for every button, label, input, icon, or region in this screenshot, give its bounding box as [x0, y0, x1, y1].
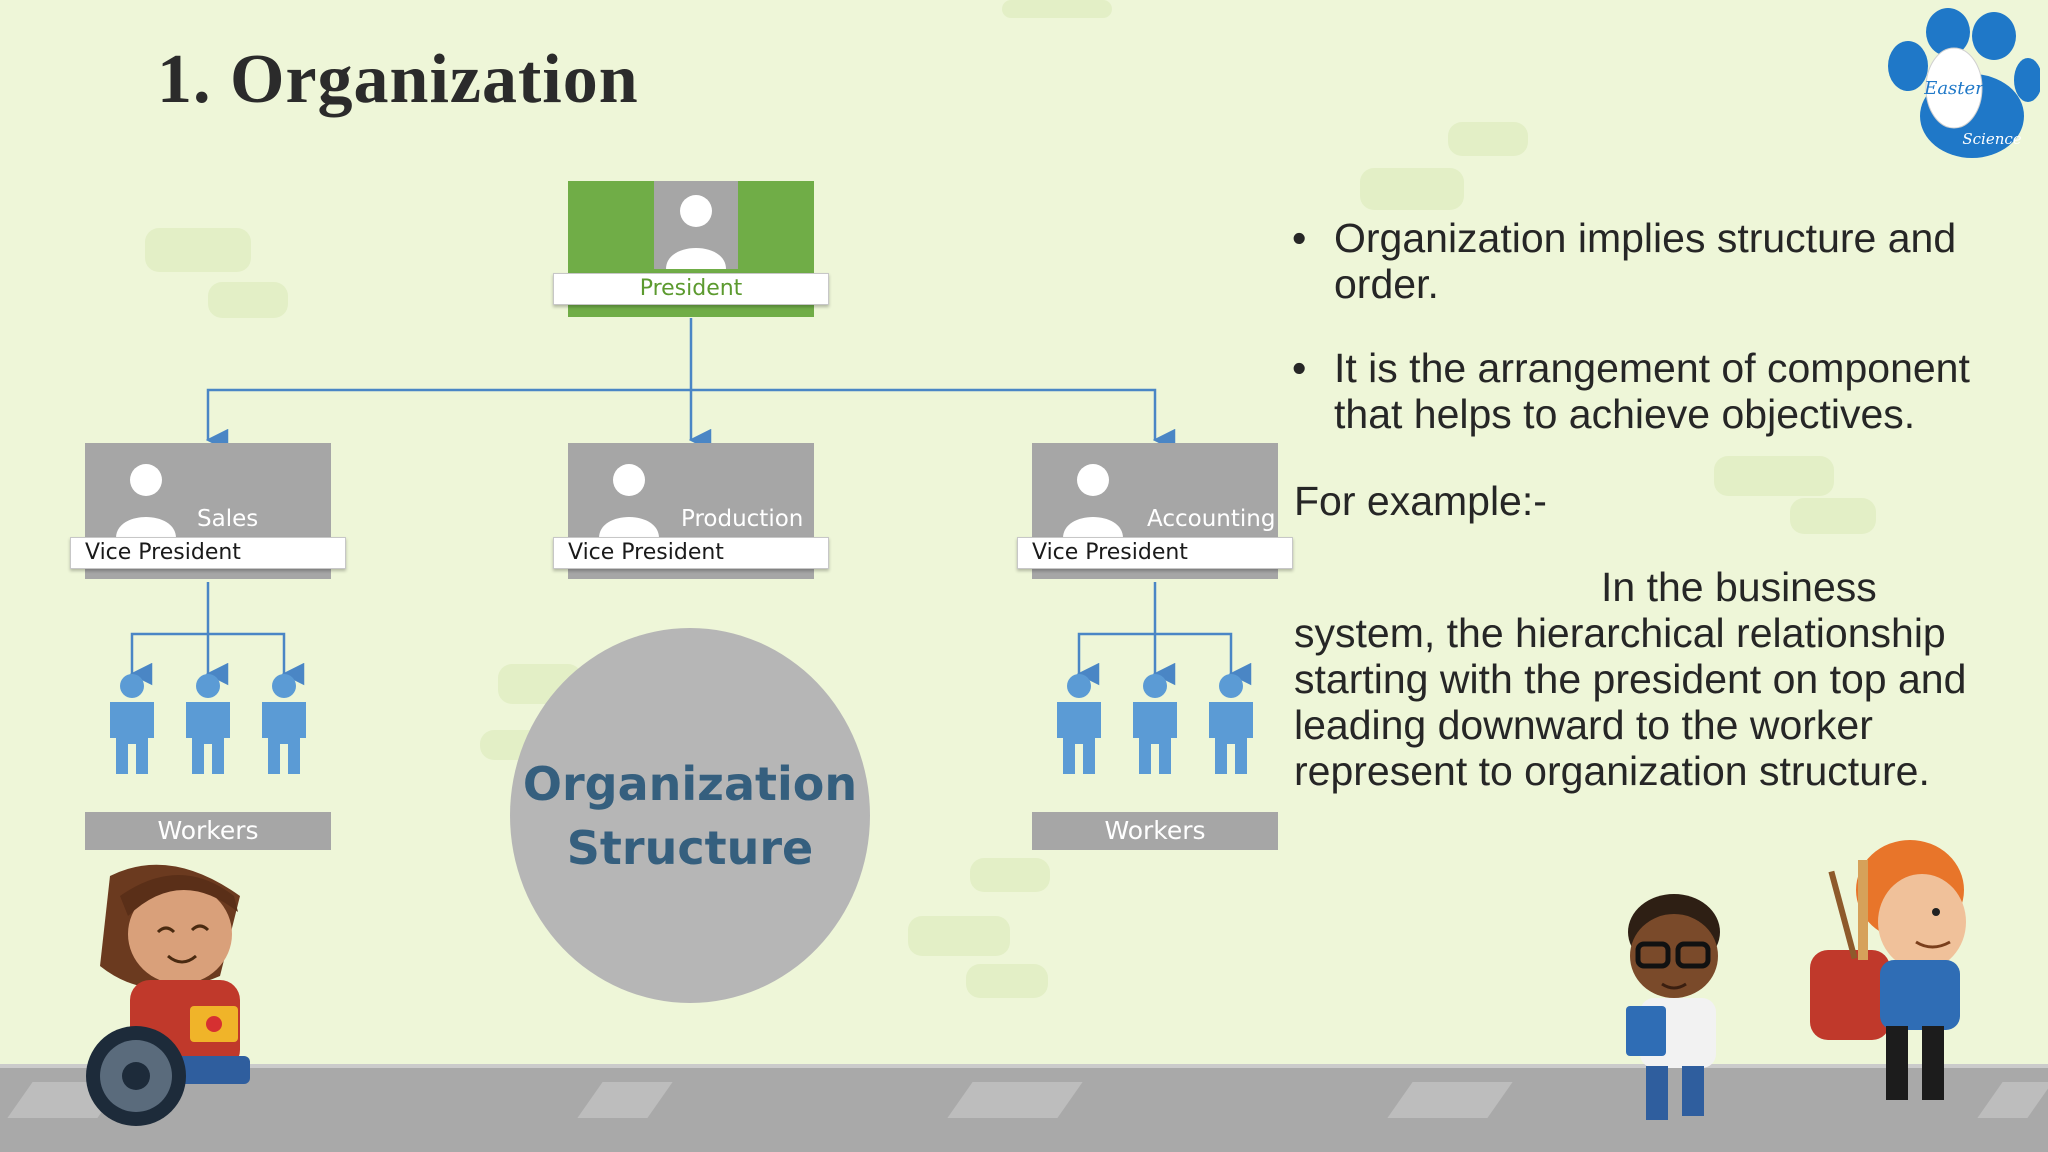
person-silhouette-icon: [587, 450, 671, 538]
logo-text-line1: Easter: [1923, 78, 1985, 99]
bullet-symbol: •: [1292, 215, 1307, 261]
bullet-text: It is the arrangement of component that …: [1334, 345, 1970, 437]
circle-text-line1: Organization: [522, 756, 858, 811]
vp-name-accounting: Accounting: [1147, 506, 1276, 532]
circle-text-line2: Structure: [566, 820, 814, 875]
boy-glasses-illustration: [1626, 894, 1720, 1120]
paw-print-icon: Easter Science: [1880, 8, 2042, 160]
bullet-list: • Organization implies structure and ord…: [1292, 215, 2012, 475]
person-silhouette-icon: [1051, 450, 1135, 538]
organization-structure-circle: Organization Structure: [510, 628, 870, 1003]
vp-label-sales: Vice President: [70, 537, 346, 569]
bullet-item: • Organization implies structure and ord…: [1292, 215, 2012, 307]
example-heading: For example:-: [1294, 478, 1547, 524]
vp-name-sales: Sales: [197, 506, 259, 532]
background-shape: [1790, 498, 1876, 534]
explanation-paragraph: In the business system, the hierarchical…: [1294, 564, 1967, 794]
person-silhouette-icon: [104, 450, 188, 538]
worker-figure-icon: [110, 674, 154, 774]
boy-backpack-illustration: [1810, 840, 1966, 1100]
logo-text-line2: Science: [1962, 130, 2021, 148]
president-label: President: [553, 273, 829, 305]
bullet-text: Organization implies structure and order…: [1334, 215, 1957, 307]
background-shape: [970, 858, 1050, 892]
bullet-symbol: •: [1292, 345, 1307, 391]
worker-figure-icon: [1057, 674, 1101, 774]
background-shape: [1360, 168, 1464, 210]
workers-label-right: Workers: [1032, 812, 1278, 850]
vp-label-accounting: Vice President: [1017, 537, 1293, 569]
background-shape: [1448, 122, 1528, 156]
background-shape: [1714, 456, 1834, 496]
background-shape: [208, 282, 288, 318]
background-shape: [145, 228, 251, 272]
bullet-item: • It is the arrangement of component tha…: [1292, 345, 2012, 437]
workers-label-left: Workers: [85, 812, 331, 850]
vp-label-production: Vice President: [553, 537, 829, 569]
slide-title: 1. Organization: [157, 41, 639, 118]
background-shape: [1002, 0, 1112, 18]
background-shape: [966, 964, 1048, 998]
background-shape: [908, 916, 1010, 956]
worker-figure-icon: [1133, 674, 1177, 774]
worker-figure-icon: [1209, 674, 1253, 774]
worker-figure-icon: [262, 674, 306, 774]
girl-wheelchair-illustration: [86, 864, 250, 1126]
vp-name-production: Production: [681, 506, 804, 532]
person-silhouette-icon: [654, 181, 738, 269]
worker-figure-icon: [186, 674, 230, 774]
